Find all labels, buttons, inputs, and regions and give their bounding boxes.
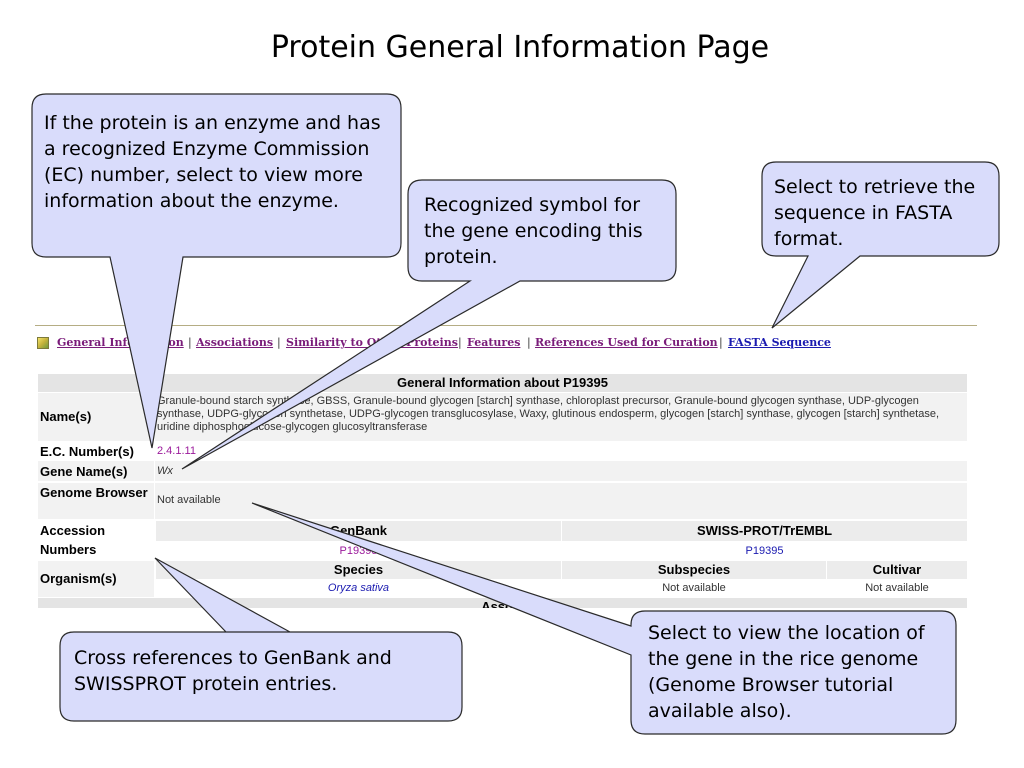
- nav-associations[interactable]: Associations: [196, 336, 274, 349]
- gene-symbol-callout-shape: [181, 179, 677, 470]
- crossref-callout-shape: [59, 557, 463, 722]
- ec-label: E.C. Number(s): [38, 442, 154, 460]
- ec-number-link[interactable]: 2.4.1.11: [155, 442, 967, 460]
- gene-symbol-callout-text: Recognized symbol for the gene encoding …: [424, 194, 643, 268]
- accession-label: Accession Numbers: [38, 521, 154, 561]
- organism-label: Organism(s): [38, 561, 154, 597]
- nav-references[interactable]: References Used for Curation: [535, 336, 718, 349]
- cultivar-value: Not available: [827, 580, 967, 597]
- gene-value: Wx: [155, 461, 967, 481]
- nav-separator: |: [527, 336, 531, 349]
- nav-fasta-sequence[interactable]: FASTA Sequence: [728, 336, 831, 349]
- table-header: General Information about P19395: [38, 374, 967, 392]
- name-label: Name(s): [38, 393, 154, 441]
- genome-location-callout-text: Select to view the location of the gene …: [648, 622, 925, 722]
- nav-separator: |: [277, 336, 281, 349]
- genome-location-callout-shape: [251, 502, 957, 735]
- enzyme-callout-shape: [31, 93, 402, 449]
- gene-label: Gene Name(s): [38, 461, 154, 481]
- enzyme-callout-text: If the protein is an enzyme and has a re…: [44, 112, 381, 212]
- swissprot-header: SWISS-PROT/TrEMBL: [562, 521, 967, 541]
- fasta-callout-shape: [761, 161, 1000, 329]
- subspecies-header: Subspecies: [562, 561, 826, 579]
- genome-browser-label: Genome Browser: [38, 483, 154, 519]
- genome-browser-link[interactable]: Not available: [155, 483, 967, 519]
- nav-separator: |: [188, 336, 192, 349]
- slide-title: Protein General Information Page: [270, 30, 770, 65]
- top-divider: [35, 325, 977, 326]
- swissprot-link[interactable]: P19395: [562, 542, 967, 560]
- cultivar-header: Cultivar: [827, 561, 967, 579]
- genbank-header: GenBank: [156, 521, 561, 541]
- section-icon: [37, 337, 49, 349]
- nav-separator: |: [719, 336, 723, 349]
- nav-separator: |: [458, 336, 462, 349]
- crossref-callout-text: Cross references to GenBank and SWISSPRO…: [74, 647, 392, 695]
- fasta-callout-text: Select to retrieve the sequence in FASTA…: [774, 176, 976, 250]
- subspecies-value: Not available: [562, 580, 826, 597]
- nav-features[interactable]: Features: [467, 336, 521, 349]
